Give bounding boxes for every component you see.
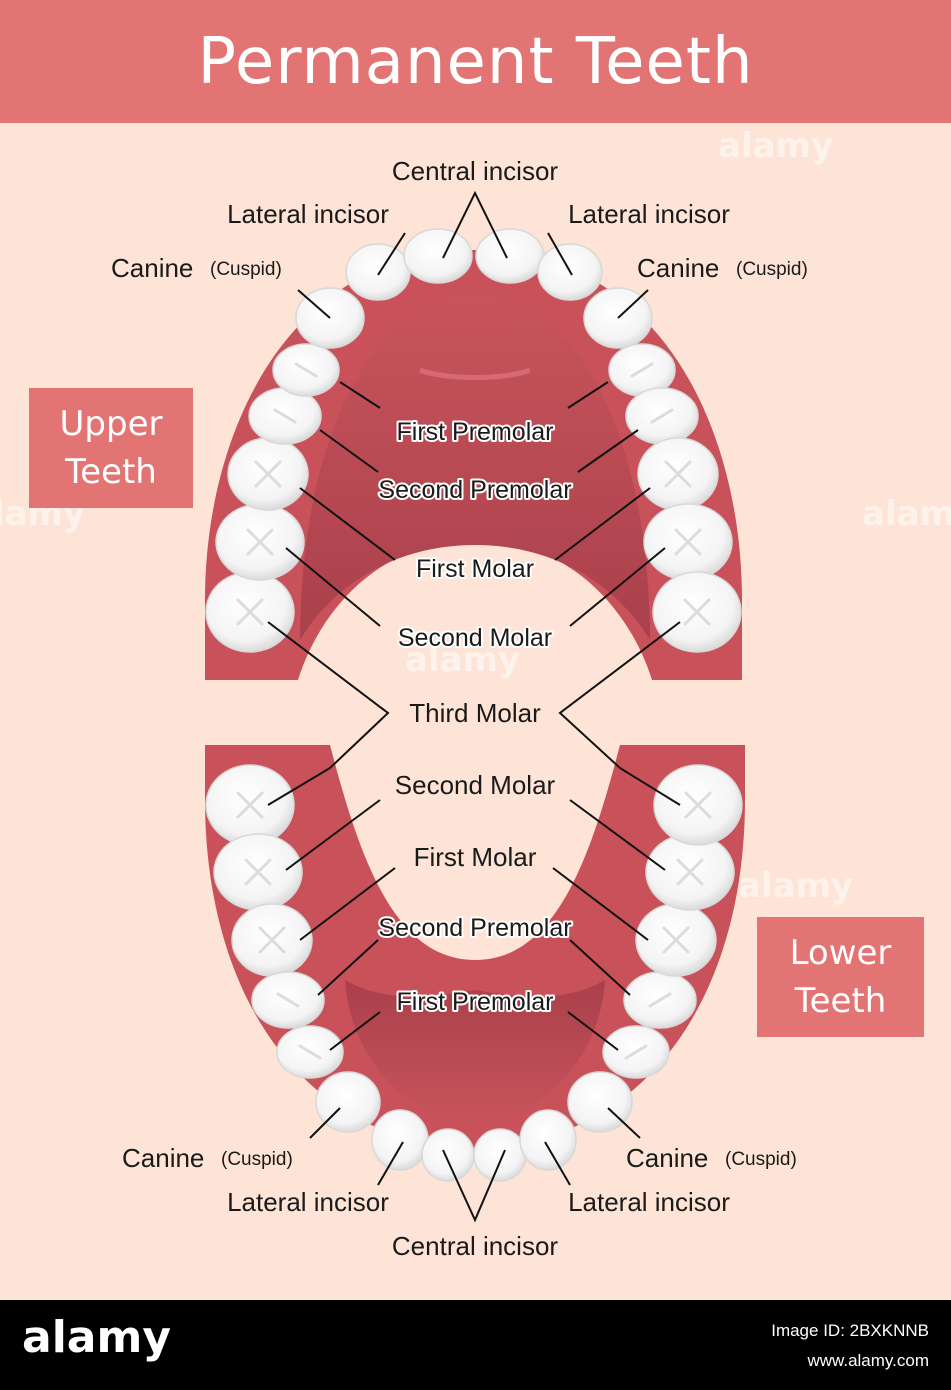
- poster: Permanent Teeth alamy alamy alamy alamy …: [0, 0, 951, 1300]
- upper-teeth-box: Upper Teeth: [29, 388, 193, 508]
- label-lower-first-molar: First Molar: [414, 842, 537, 872]
- upper-box-line2: Teeth: [65, 452, 157, 492]
- lower-teeth-box: Lower Teeth: [757, 917, 924, 1037]
- leader-lines: [267, 190, 681, 1223]
- lower-box-line1: Lower: [789, 933, 892, 973]
- label-lower-left-lateral-incisor: Lateral incisor: [568, 1187, 730, 1217]
- tooth-upper-right-central-incisor: [403, 228, 473, 284]
- label-upper-left-lateral-incisor: Lateral incisor: [568, 199, 730, 229]
- image-id: Image ID: 2BXKNNB: [771, 1321, 929, 1340]
- lower-tongue: [345, 980, 605, 1125]
- label-upper-first-molar: First Molar: [416, 555, 534, 583]
- watermark: alamy: [738, 866, 854, 906]
- label-lower-central-incisor: Central incisor: [392, 1231, 559, 1261]
- page-title: Permanent Teeth: [197, 24, 754, 99]
- footer: alamy Image ID: 2BXKNNB www.alamy.com: [0, 1300, 951, 1390]
- site-url: www.alamy.com: [807, 1351, 929, 1370]
- watermark: alamy: [862, 494, 951, 534]
- label-lower-right-lateral-incisor: Lateral incisor: [227, 1187, 389, 1217]
- cusp-marks: [236, 362, 712, 1060]
- tooth-lower-right-central-incisor: [421, 1128, 475, 1182]
- tooth-lower-left-canine: [567, 1071, 633, 1133]
- label-upper-right-lateral-incisor: Lateral incisor: [227, 199, 389, 229]
- teeth-diagram: Central incisor Lateral incisor Lateral …: [111, 156, 808, 1261]
- watermark: alamy: [405, 640, 521, 680]
- label-third-molar: Third Molar: [409, 698, 541, 728]
- tooth-upper-right-lateral-incisor: [345, 243, 411, 301]
- label-lower-right-canine: Canine: [122, 1143, 204, 1173]
- label-upper-right-cuspid: (Cuspid): [210, 259, 282, 280]
- upper-box-line1: Upper: [59, 404, 163, 444]
- lower-box-line2: Teeth: [794, 981, 887, 1021]
- label-lower-left-canine: Canine: [626, 1143, 708, 1173]
- footer-logo: alamy: [22, 1312, 171, 1363]
- label-upper-second-premolar: Second Premolar: [378, 476, 571, 504]
- label-lower-right-cuspid: (Cuspid): [221, 1149, 293, 1170]
- label-upper-left-cuspid: (Cuspid): [736, 259, 808, 280]
- tooth-lower-left-lateral-incisor: [519, 1109, 577, 1171]
- label-lower-first-premolar: First Premolar: [397, 988, 554, 1016]
- label-upper-second-molar: Second Molar: [398, 624, 552, 652]
- title-bar: Permanent Teeth: [0, 0, 951, 123]
- label-lower-left-cuspid: (Cuspid): [725, 1149, 797, 1170]
- label-upper-right-canine: Canine: [111, 253, 193, 283]
- label-lower-second-molar: Second Molar: [395, 770, 556, 800]
- tooth-lower-right-lateral-incisor: [371, 1109, 429, 1171]
- label-upper-left-canine: Canine: [637, 253, 719, 283]
- footer-id-block: Image ID: 2BXKNNB www.alamy.com: [771, 1316, 929, 1376]
- label-upper-first-premolar: First Premolar: [397, 418, 554, 446]
- tooth-upper-left-central-incisor: [475, 228, 545, 284]
- label-lower-second-premolar: Second Premolar: [378, 914, 571, 942]
- tooth-lower-left-central-incisor: [473, 1128, 527, 1182]
- label-upper-central-incisor: Central incisor: [392, 156, 559, 186]
- watermark: alamy: [718, 126, 834, 166]
